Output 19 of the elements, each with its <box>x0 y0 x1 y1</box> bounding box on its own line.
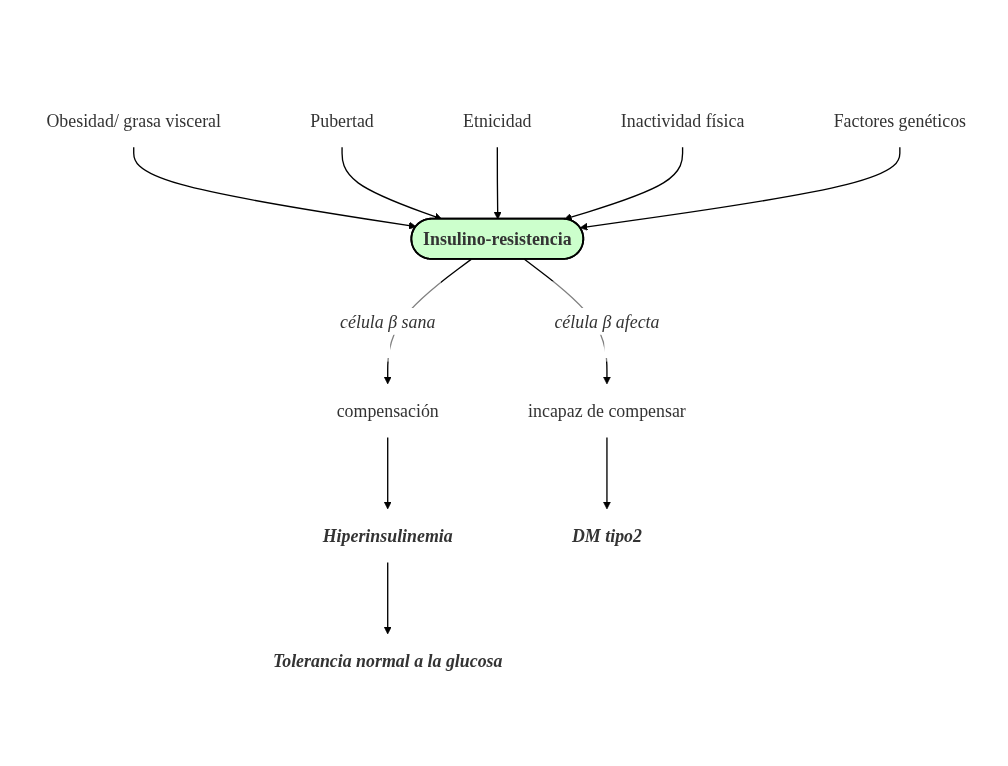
node-text: Factores genéticos <box>833 110 967 130</box>
node-text: DM tipo2 <box>571 525 642 546</box>
edge-label: célula β afecta <box>554 311 660 331</box>
node-text: Etnicidad <box>463 110 532 130</box>
edge-label: célula β sana <box>340 311 436 331</box>
node-text: Obesidad/ grasa visceral <box>46 110 222 130</box>
arrow <box>383 561 392 634</box>
node-text: Pubertad <box>310 110 374 130</box>
node-text: incapaz de compensar <box>528 400 686 421</box>
arrow <box>564 146 684 221</box>
node-text: Tolerancia normal a la glucosa <box>272 650 503 671</box>
node-text: Hiperinsulinemia <box>322 525 453 546</box>
arrow <box>133 146 417 230</box>
node-text: Inactividad física <box>620 110 745 130</box>
arrow <box>603 436 611 509</box>
arrow <box>579 146 901 231</box>
arrow <box>383 436 392 509</box>
arrow <box>493 146 502 220</box>
node-text: compensación <box>336 400 439 421</box>
